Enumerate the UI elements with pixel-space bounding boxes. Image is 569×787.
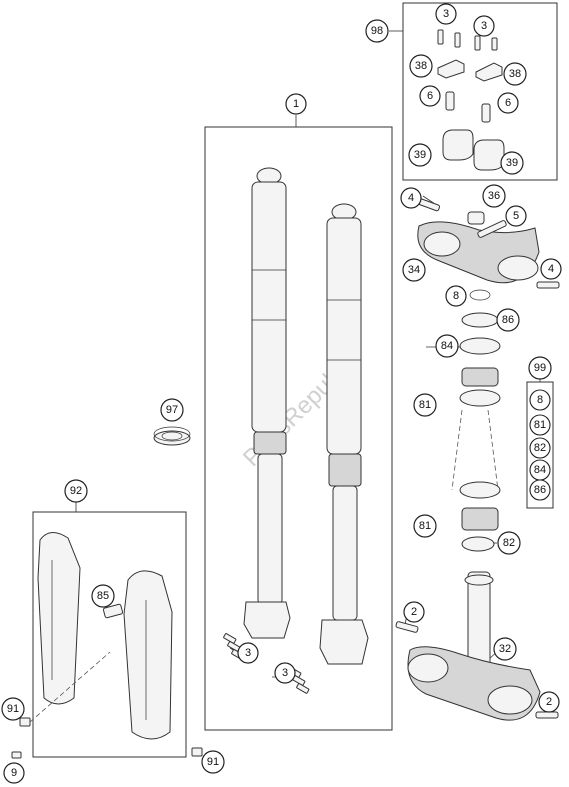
callout-81: 81 bbox=[413, 393, 437, 417]
svg-text:3: 3 bbox=[245, 647, 251, 659]
svg-text:38: 38 bbox=[415, 60, 427, 72]
callout-91: 91 bbox=[201, 750, 225, 774]
svg-text:39: 39 bbox=[414, 149, 426, 161]
svg-text:5: 5 bbox=[513, 210, 519, 222]
fork-cap-nut bbox=[153, 426, 191, 446]
callout-39: 39 bbox=[500, 151, 524, 175]
svg-text:9: 9 bbox=[11, 767, 17, 779]
clamp-kit-parts bbox=[437, 29, 505, 171]
svg-text:38: 38 bbox=[509, 68, 521, 80]
callout-3: 3 bbox=[274, 662, 296, 684]
upper-triple-clamp bbox=[408, 194, 560, 301]
kit-item: 84 bbox=[529, 459, 551, 481]
svg-text:2: 2 bbox=[546, 696, 552, 708]
svg-text:2: 2 bbox=[411, 606, 417, 618]
callout-38: 38 bbox=[409, 54, 433, 78]
svg-text:92: 92 bbox=[70, 485, 82, 497]
svg-text:91: 91 bbox=[207, 756, 219, 768]
svg-text:85: 85 bbox=[97, 590, 109, 602]
callout-82: 82 bbox=[497, 531, 521, 555]
callout-2: 2 bbox=[403, 601, 425, 623]
svg-text:97: 97 bbox=[166, 404, 178, 416]
callout-81: 81 bbox=[413, 514, 437, 538]
svg-text:8: 8 bbox=[537, 394, 543, 406]
kit-item: 8 bbox=[529, 389, 551, 411]
callout-39: 39 bbox=[408, 143, 432, 167]
lower-triple-clamp bbox=[395, 571, 559, 721]
callout-86: 86 bbox=[496, 308, 520, 332]
guard-dashed-guide bbox=[29, 651, 111, 723]
callout-91: 91 bbox=[1, 697, 25, 721]
svg-text:4: 4 bbox=[548, 263, 554, 275]
right-fork-guard bbox=[123, 570, 173, 740]
right-fork-leg bbox=[319, 203, 369, 665]
fork-legs-frame bbox=[204, 126, 393, 731]
callout-2: 2 bbox=[538, 691, 560, 713]
svg-text:4: 4 bbox=[408, 192, 414, 204]
callout-84: 84 bbox=[435, 334, 459, 358]
callout-4: 4 bbox=[540, 258, 562, 280]
callout-92: 92 bbox=[64, 479, 88, 503]
fork-axle-bolts bbox=[223, 633, 310, 694]
callout-32: 32 bbox=[493, 637, 517, 661]
fork-guard-frame bbox=[32, 511, 187, 758]
svg-text:6: 6 bbox=[427, 90, 433, 102]
guard-screws bbox=[11, 717, 203, 759]
svg-text:6: 6 bbox=[505, 97, 511, 109]
svg-text:81: 81 bbox=[419, 520, 431, 532]
svg-text:86: 86 bbox=[534, 484, 546, 496]
callout-9: 9 bbox=[3, 762, 25, 784]
svg-text:8: 8 bbox=[453, 290, 459, 302]
kit-item: 81 bbox=[529, 414, 551, 436]
kit-item: 82 bbox=[529, 437, 551, 459]
svg-text:81: 81 bbox=[534, 419, 546, 431]
callout-5: 5 bbox=[505, 205, 527, 227]
callout-3: 3 bbox=[435, 3, 457, 25]
callout-99: 99 bbox=[528, 356, 552, 380]
svg-text:39: 39 bbox=[506, 157, 518, 169]
callout-3: 3 bbox=[473, 15, 495, 37]
guard-clip bbox=[102, 603, 124, 619]
svg-text:3: 3 bbox=[443, 8, 449, 20]
svg-text:3: 3 bbox=[481, 20, 487, 32]
steering-bearing-stack bbox=[451, 312, 501, 552]
callout-4: 4 bbox=[400, 187, 422, 209]
svg-text:3: 3 bbox=[282, 667, 288, 679]
callout-1: 1 bbox=[285, 93, 307, 115]
callout-34: 34 bbox=[402, 258, 426, 282]
svg-text:81: 81 bbox=[419, 399, 431, 411]
callout-6: 6 bbox=[497, 92, 519, 114]
left-fork-leg bbox=[243, 167, 291, 639]
left-fork-guard bbox=[37, 532, 81, 705]
svg-text:84: 84 bbox=[534, 464, 546, 476]
svg-text:98: 98 bbox=[371, 25, 383, 37]
callout-85: 85 bbox=[91, 584, 115, 608]
svg-text:99: 99 bbox=[534, 362, 546, 374]
svg-text:86: 86 bbox=[502, 314, 514, 326]
kit-item: 86 bbox=[529, 479, 551, 501]
callout-38: 38 bbox=[503, 62, 527, 86]
callout-97: 97 bbox=[160, 398, 184, 422]
svg-text:84: 84 bbox=[441, 340, 453, 352]
svg-text:36: 36 bbox=[488, 190, 500, 202]
svg-text:32: 32 bbox=[499, 643, 511, 655]
callout-36: 36 bbox=[482, 184, 506, 208]
svg-text:91: 91 bbox=[7, 703, 19, 715]
callout-8: 8 bbox=[445, 285, 467, 307]
svg-text:82: 82 bbox=[534, 442, 546, 454]
callout-6: 6 bbox=[419, 85, 441, 107]
callout-98: 98 bbox=[365, 19, 389, 43]
clamp-kit-frame bbox=[402, 2, 558, 181]
callout-3: 3 bbox=[237, 642, 259, 664]
svg-text:82: 82 bbox=[503, 537, 515, 549]
svg-text:1: 1 bbox=[293, 98, 299, 110]
svg-text:34: 34 bbox=[408, 264, 420, 276]
